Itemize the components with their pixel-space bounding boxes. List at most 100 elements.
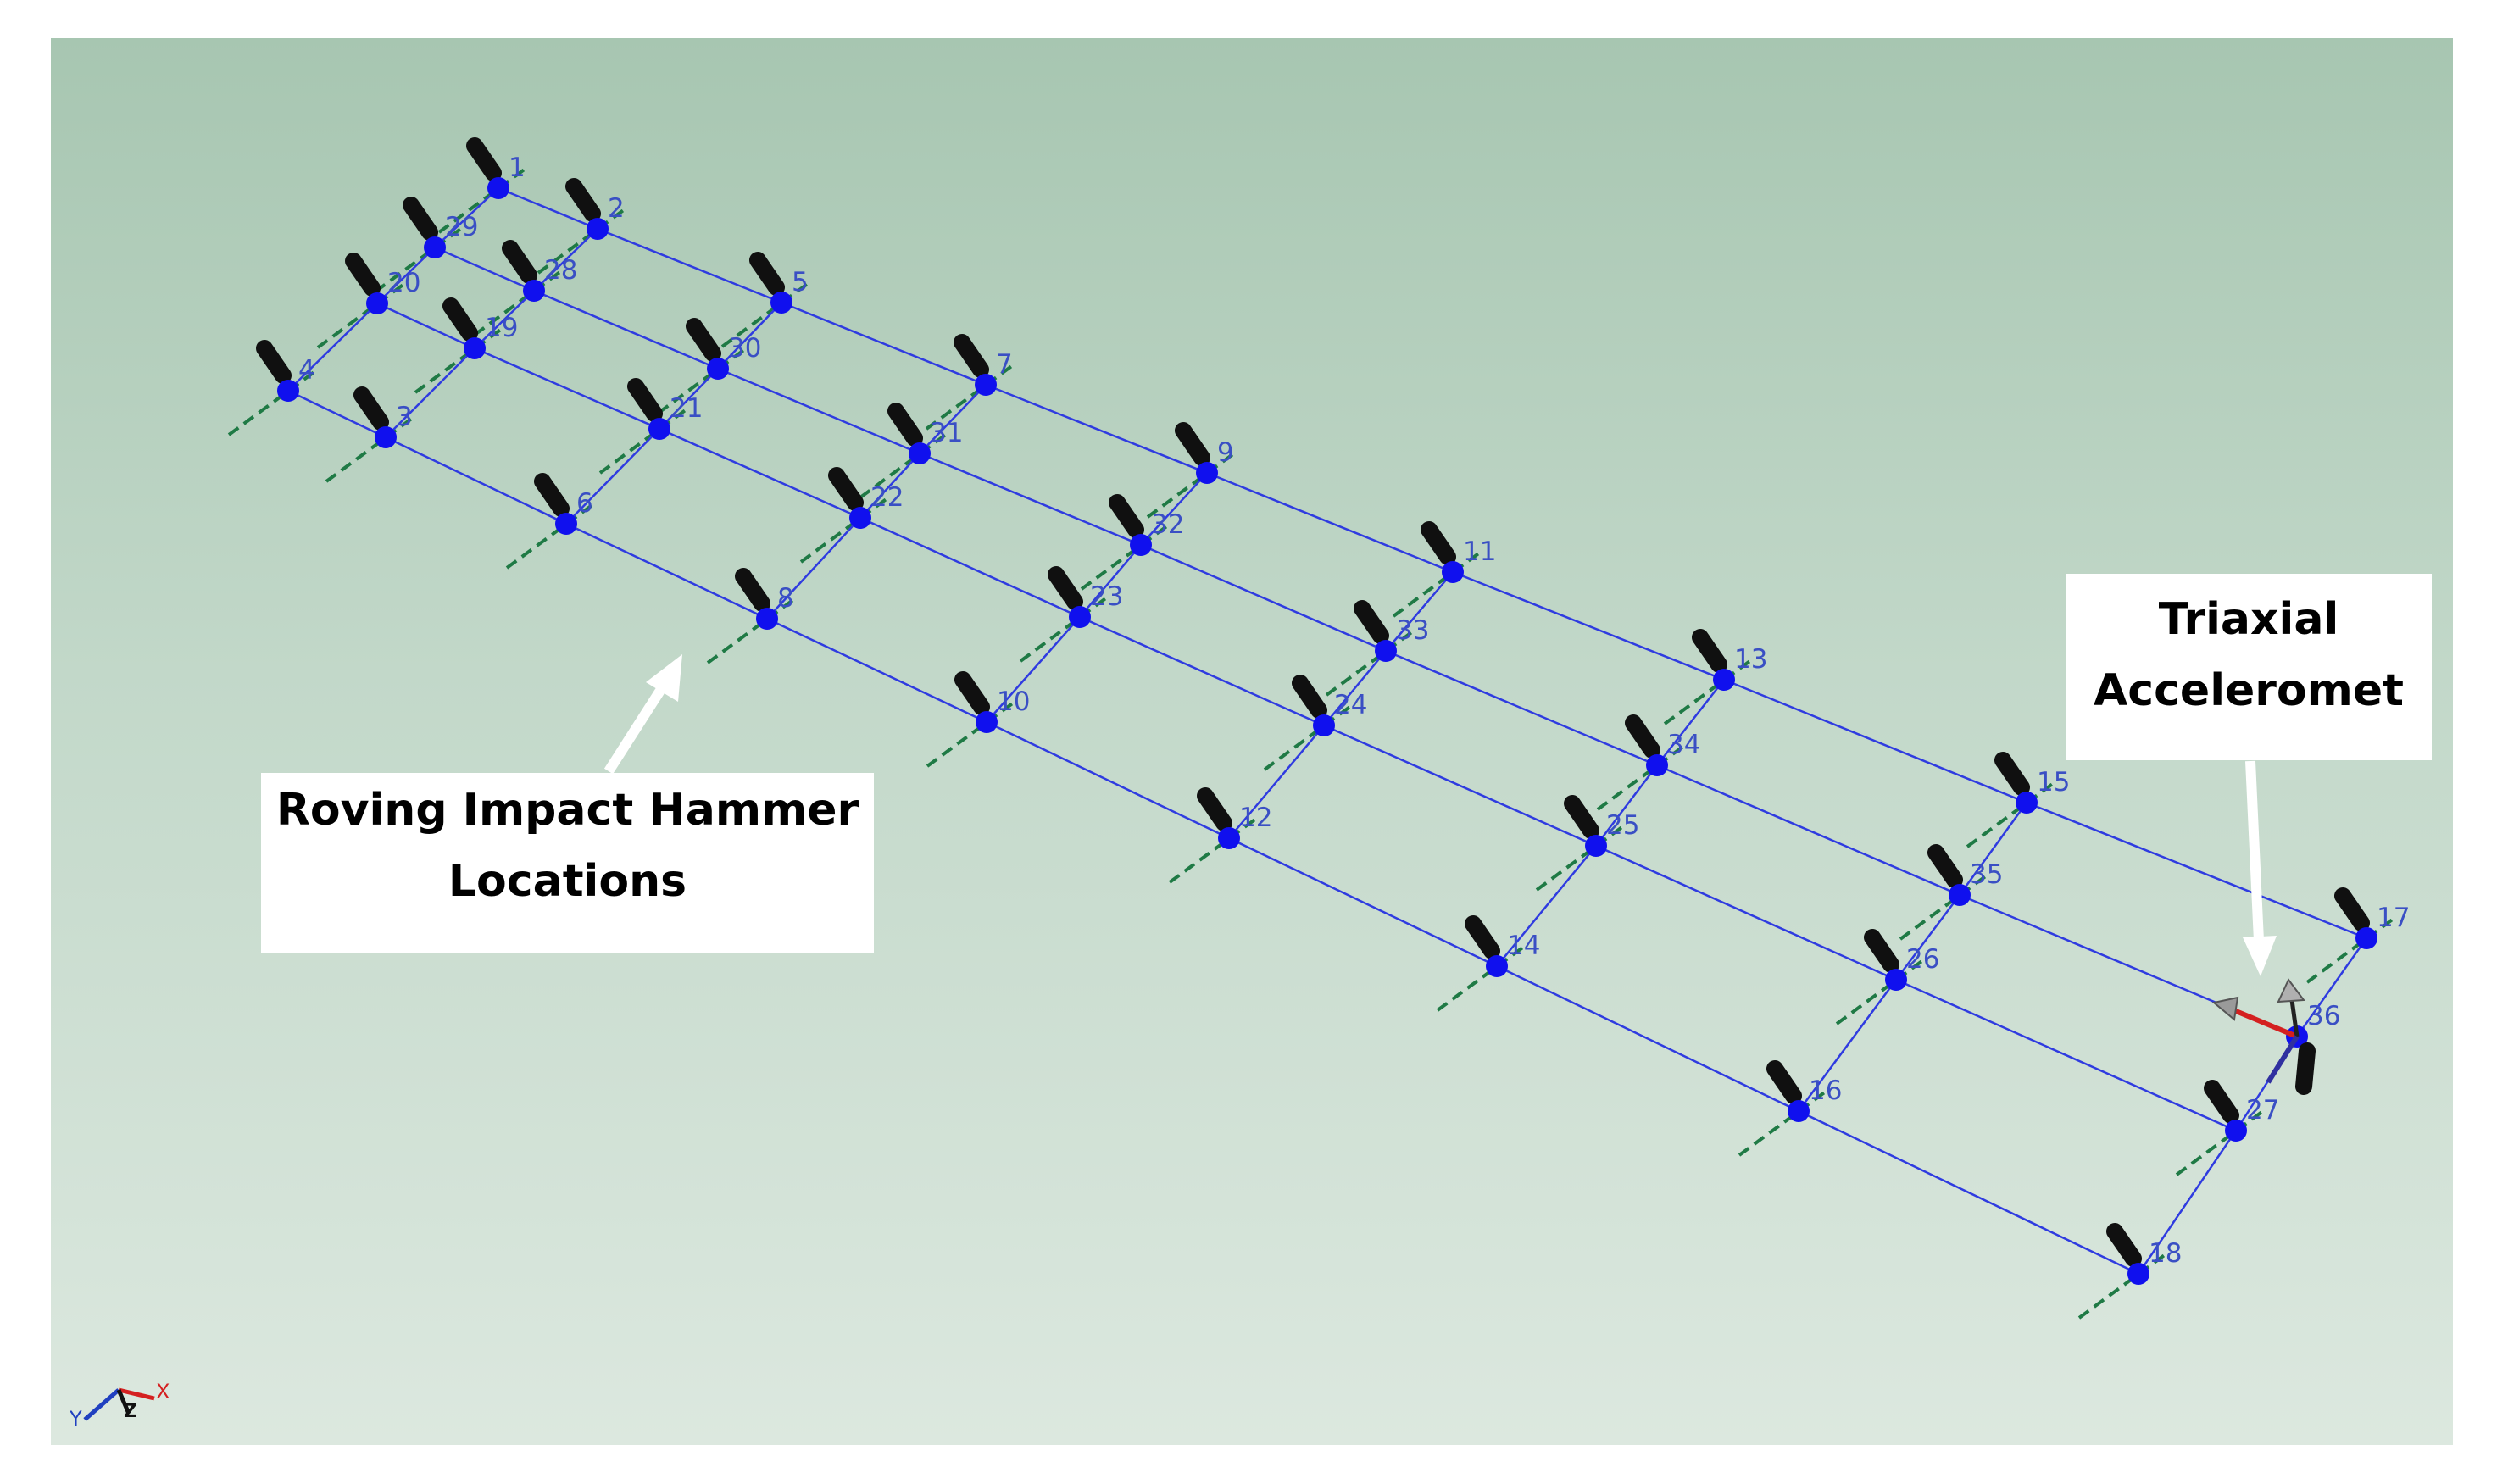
node-label-10: 10	[997, 686, 1030, 717]
wire-edge	[986, 616, 1081, 723]
triaxial-accelerometer-callout: Triaxial Acceleromet	[2066, 574, 2432, 760]
node-point	[1196, 462, 1218, 484]
node-point	[975, 374, 997, 396]
roving-hammer-callout-line2: Locations	[448, 856, 687, 907]
node-label-19: 19	[485, 313, 518, 343]
node-label-9: 9	[1217, 437, 1234, 468]
hammer-glyph	[353, 386, 389, 431]
wire-edge	[781, 301, 987, 386]
wire-edge	[376, 247, 436, 304]
accel-callout-arrowhead	[2243, 936, 2277, 976]
node-label-3: 3	[396, 402, 413, 432]
node-point	[1646, 754, 1668, 776]
hammer-glyph	[442, 297, 478, 342]
wire-edge	[1323, 724, 1597, 848]
hammer-glyph	[2334, 887, 2370, 931]
node-label-31: 31	[930, 418, 963, 448]
wire-edge	[859, 516, 1081, 619]
node-label-17: 17	[2377, 903, 2410, 933]
hammer-glyph	[1109, 494, 1144, 538]
node-label-29: 29	[445, 212, 478, 242]
node-point	[2127, 1263, 2149, 1285]
wire-edge	[2295, 937, 2368, 1037]
accel-z-axis	[2289, 999, 2300, 1037]
node-point	[464, 337, 486, 359]
wire-edge	[1079, 615, 1325, 727]
wire-edge	[1656, 679, 1725, 766]
coordinate-triad: X Y Z	[69, 1380, 170, 1431]
wire-edge	[766, 517, 861, 620]
wire-edge	[287, 389, 387, 439]
hammer-glyph	[2106, 1223, 2142, 1267]
node-label-26: 26	[1906, 944, 1939, 975]
node-label-16: 16	[1809, 1075, 1842, 1106]
node-point	[1788, 1100, 1810, 1122]
node-label-6: 6	[576, 488, 593, 519]
hammer-glyph	[1197, 787, 1232, 831]
node-label-15: 15	[2037, 767, 2070, 798]
wire-edge	[498, 186, 598, 231]
accel-x-arrowhead	[2211, 996, 2239, 1021]
node-label-23: 23	[1090, 581, 1123, 612]
hammer-glyph	[735, 568, 770, 612]
wire-edge	[659, 427, 861, 520]
wire-edge	[533, 289, 719, 370]
node-label-12: 12	[1239, 803, 1272, 833]
node-point	[976, 711, 998, 733]
triad-z-axis	[116, 1389, 131, 1415]
triad-x-label: X	[156, 1380, 170, 1403]
node-point	[648, 418, 670, 440]
wire-edge	[1079, 544, 1142, 618]
wire-edge	[717, 367, 920, 455]
wire-edge	[1228, 725, 1325, 839]
node-label-28: 28	[544, 255, 577, 286]
wire-edge	[659, 368, 719, 430]
wire-edge	[1323, 650, 1387, 726]
hammer-glyph	[1692, 629, 1727, 673]
accel-callout-arrow-shaft	[2245, 760, 2264, 942]
hammer-glyph	[954, 671, 990, 715]
accel-hammer-glyph	[2295, 1042, 2316, 1095]
node-point	[909, 442, 931, 464]
hammer-glyph	[1354, 600, 1389, 644]
node-point	[424, 236, 446, 258]
wire-edge	[597, 227, 782, 304]
wire-edge	[766, 617, 987, 724]
node-point	[1069, 606, 1091, 628]
node-label-14: 14	[1507, 931, 1540, 961]
wire-edge	[2026, 801, 2367, 940]
wire-edge	[1496, 845, 1597, 967]
triad-y-label: Y	[69, 1407, 82, 1431]
wire-edge	[1723, 678, 2027, 804]
node-point	[707, 358, 729, 380]
node-point	[1375, 640, 1397, 662]
node-point	[555, 513, 577, 535]
wire-edge	[919, 384, 987, 454]
wire-edge	[1797, 979, 1898, 1112]
wire-edge	[385, 347, 475, 438]
wire-edge	[1595, 844, 1897, 981]
hammer-glyph	[1564, 795, 1599, 839]
wire-edge	[376, 302, 475, 350]
node-point	[1713, 669, 1735, 691]
wire-edge	[919, 452, 1142, 547]
wire-edge	[1958, 802, 2028, 896]
hammer-glyph	[1864, 929, 1899, 973]
triaxial-accelerometer-callout-line1: Triaxial	[2158, 594, 2339, 645]
wire-edge	[1140, 543, 1387, 653]
hammer-glyphs	[256, 137, 2370, 1267]
node-point	[1949, 884, 1971, 906]
wireframe-model: 1234567891011121314151617181920212223242…	[69, 137, 2410, 1431]
node-label-32: 32	[1151, 509, 1184, 540]
node-label-2: 2	[608, 193, 625, 224]
node-point	[587, 218, 609, 240]
node-point	[1486, 955, 1508, 977]
wire-edge	[2137, 1130, 2238, 1275]
wire-edge	[1385, 649, 1658, 767]
wire-edge	[1895, 894, 1960, 981]
node-point	[366, 292, 388, 314]
node-labels: 1234567891011121314151617181920212223242…	[298, 153, 2410, 1269]
wire-edge	[565, 428, 660, 525]
node-point	[277, 380, 299, 402]
